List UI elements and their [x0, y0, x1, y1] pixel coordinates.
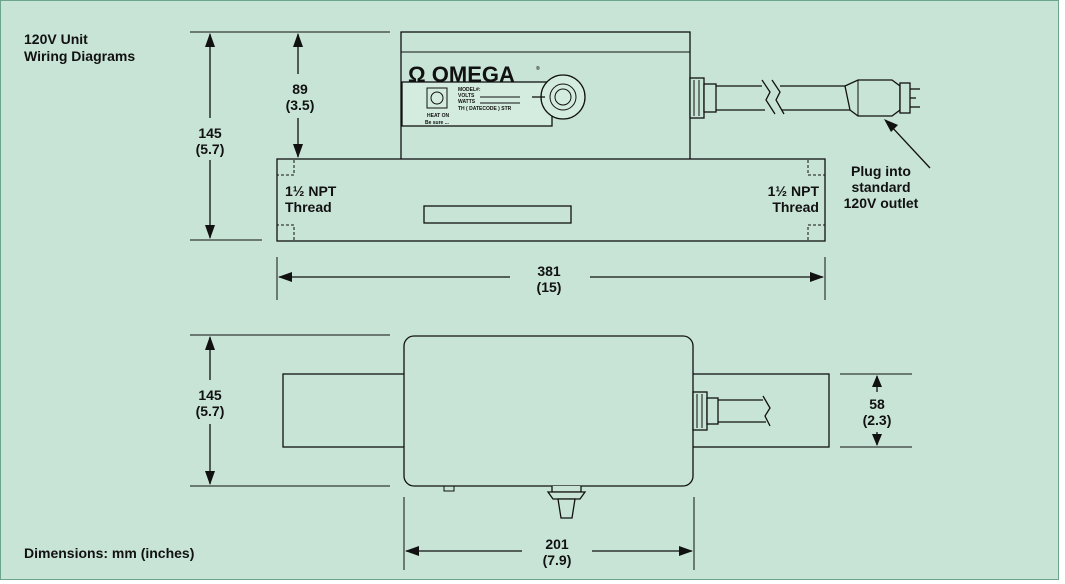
dim-381-mm: 381	[537, 263, 561, 279]
thread-left-line-2: Thread	[285, 199, 332, 215]
dim-145b-in: (5.7)	[196, 403, 225, 419]
dim-201-mm: 201	[545, 536, 569, 552]
dim-381-in: (15)	[537, 279, 562, 295]
dimensions-footer: Dimensions: mm (inches)	[24, 545, 194, 561]
dim-58-mm: 58	[869, 396, 885, 412]
dim-201	[403, 497, 695, 570]
dim-145-in: (5.7)	[196, 141, 225, 157]
plate-watts: WATTS	[458, 99, 476, 105]
plate-code: TH ( DATECODE ) STR	[458, 106, 512, 112]
dim-145-top	[205, 33, 215, 239]
dim-89-in: (3.5)	[286, 97, 315, 113]
heat-on-label: HEAT ON	[427, 113, 450, 119]
thermostat-knob-icon	[532, 74, 586, 120]
dim-381	[276, 257, 826, 300]
plate-model: MODEL#:	[458, 87, 481, 93]
housing-box-side	[403, 335, 694, 487]
dim-58	[840, 373, 912, 448]
power-cord-side	[718, 395, 771, 427]
dim-145-bottom	[205, 336, 215, 485]
dim-145b-mm: 145	[198, 387, 222, 403]
dim-201-in: (7.9)	[543, 552, 572, 568]
plate-volts: VOLTS	[458, 93, 475, 99]
dim-58-in: (2.3)	[863, 412, 892, 428]
dim-89	[293, 33, 303, 158]
plate-fine-print: Be sure ...	[425, 120, 450, 126]
heat-on-lamp	[426, 87, 448, 109]
plug-note-line-3: 120V outlet	[844, 195, 919, 211]
plug-note-line-1: Plug into	[851, 163, 911, 179]
dim-89-mm: 89	[292, 81, 308, 97]
title-line-1: 120V Unit	[24, 31, 88, 47]
svg-text:®: ®	[536, 65, 540, 72]
thread-right-line-2: Thread	[772, 199, 819, 215]
thread-left-line-1: 1½ NPT	[285, 183, 337, 199]
power-cord-top	[716, 79, 850, 115]
drain-fitting-icon	[546, 486, 587, 519]
thread-right-line-1: 1½ NPT	[768, 183, 820, 199]
pipe-slot	[423, 205, 572, 224]
plug-icon	[844, 79, 920, 117]
plug-note-line-2: standard	[851, 179, 910, 195]
plug-callout-arrow	[884, 119, 931, 169]
strain-relief-top	[689, 77, 717, 119]
dim-145-mm: 145	[198, 125, 222, 141]
title-line-2: Wiring Diagrams	[24, 48, 135, 64]
pipe-body-top	[276, 158, 826, 242]
strain-relief-side	[692, 391, 719, 431]
